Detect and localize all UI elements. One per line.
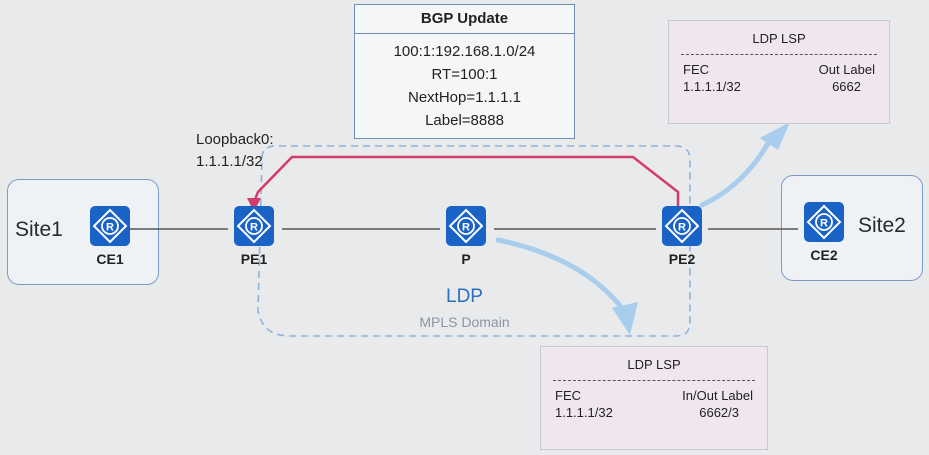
lsp-col1-header: FEC <box>555 388 581 403</box>
site1-label: Site1 <box>15 218 63 241</box>
bgp-update-title: BGP Update <box>355 5 574 34</box>
lsp-col1-header: FEC <box>683 62 709 77</box>
lsp-divider <box>681 54 877 55</box>
callout-arrowhead-p <box>612 302 638 335</box>
callout-arrow-pe2 <box>699 137 773 208</box>
lsp-col1-value: 1.1.1.1/32 <box>683 79 741 94</box>
router-pe2: R PE2 <box>654 206 710 267</box>
lsp-col2-value: 6662/3 <box>699 405 739 420</box>
lsp-divider <box>553 380 755 381</box>
svg-text:R: R <box>250 222 258 234</box>
bgp-label: Label=8888 <box>425 112 504 129</box>
mpls-domain-label: MPLS Domain <box>419 314 510 330</box>
ldp-lsp-table-pe2: LDP LSP FEC Out Label 1.1.1.1/32 6662 <box>668 20 890 124</box>
loopback-address: 1.1.1.1/32 <box>196 153 263 170</box>
lsp-title: LDP LSP <box>752 31 806 46</box>
router-p: R P <box>438 206 494 267</box>
bgp-path-arrowhead <box>247 198 261 212</box>
site2-label: Site2 <box>858 214 906 237</box>
svg-text:R: R <box>106 222 114 234</box>
router-icon: R <box>662 206 702 246</box>
svg-text:R: R <box>820 218 828 230</box>
bgp-rt: RT=100:1 <box>431 66 498 83</box>
router-icon: R <box>446 206 486 246</box>
router-icon: R <box>804 202 844 242</box>
bgp-route: 100:1:192.168.1.0/24 <box>393 43 536 60</box>
bgp-update-path <box>252 155 680 210</box>
ldp-lsp-table-p: LDP LSP FEC In/Out Label 1.1.1.1/32 6662… <box>540 346 768 450</box>
router-icon: R <box>234 206 274 246</box>
callout-arrowhead-pe2 <box>760 122 790 150</box>
router-pe1: R PE1 <box>226 206 282 267</box>
callout-arrow-p <box>495 237 628 315</box>
bgp-update-box: BGP Update 100:1:192.168.1.0/24 RT=100:1… <box>354 4 575 139</box>
router-name: P <box>461 251 471 267</box>
lsp-title: LDP LSP <box>627 357 681 372</box>
lsp-col1-value: 1.1.1.1/32 <box>555 405 613 420</box>
router-ce1: R CE1 <box>82 206 138 267</box>
lsp-col2-header: In/Out Label <box>682 388 753 403</box>
lsp-col2-header: Out Label <box>818 62 875 77</box>
mpls-domain-boundary <box>257 145 691 337</box>
router-icon: R <box>90 206 130 246</box>
lsp-col2-value: 6662 <box>832 79 861 94</box>
router-name: PE2 <box>668 251 696 267</box>
router-name: CE2 <box>810 247 838 263</box>
router-name: CE1 <box>96 251 124 267</box>
router-ce2: R CE2 <box>796 202 852 263</box>
loopback-annotation: Loopback0: 1.1.1.1/32 <box>196 129 274 173</box>
ldp-label: LDP <box>446 286 483 307</box>
bgp-nexthop: NextHop=1.1.1.1 <box>408 89 521 106</box>
site1-box <box>7 179 159 285</box>
svg-text:R: R <box>462 222 470 234</box>
svg-text:R: R <box>678 222 686 234</box>
router-name: PE1 <box>240 251 268 267</box>
loopback-name: Loopback0: <box>196 131 274 148</box>
